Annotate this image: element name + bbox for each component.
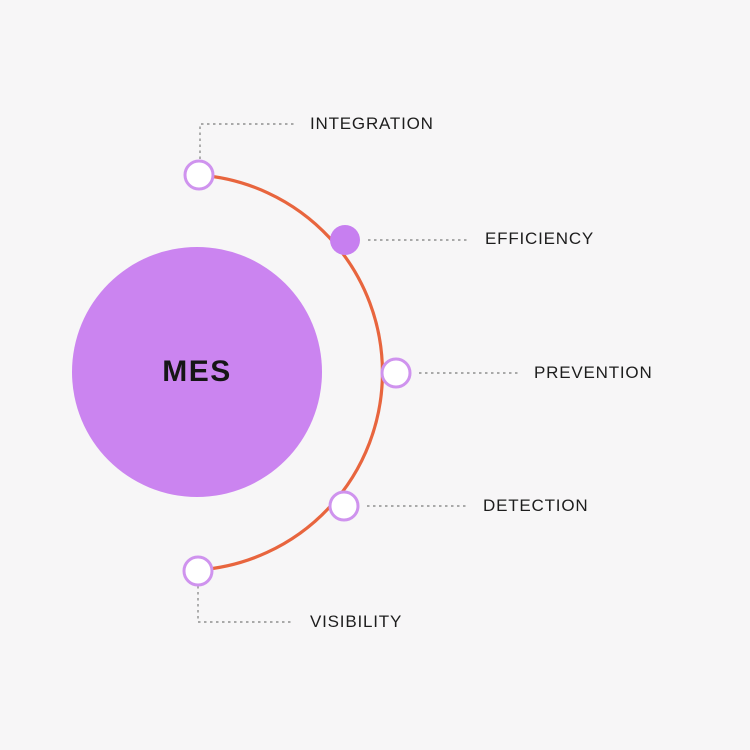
mes-center-circle [72,247,322,497]
label-integration: INTEGRATION [310,114,434,133]
label-detection: DETECTION [483,496,589,515]
node-integration [183,159,215,191]
node-visibility [182,555,214,587]
node-detection [328,490,360,522]
node-efficiency [330,225,360,255]
center-label: MES [162,355,232,388]
label-visibility: VISIBILITY [310,612,403,631]
label-efficiency: EFFICIENCY [485,229,595,248]
node-prevention [380,357,412,389]
label-prevention: PREVENTION [534,363,653,382]
connector-visibility [197,586,294,623]
connector-integration [199,123,297,159]
